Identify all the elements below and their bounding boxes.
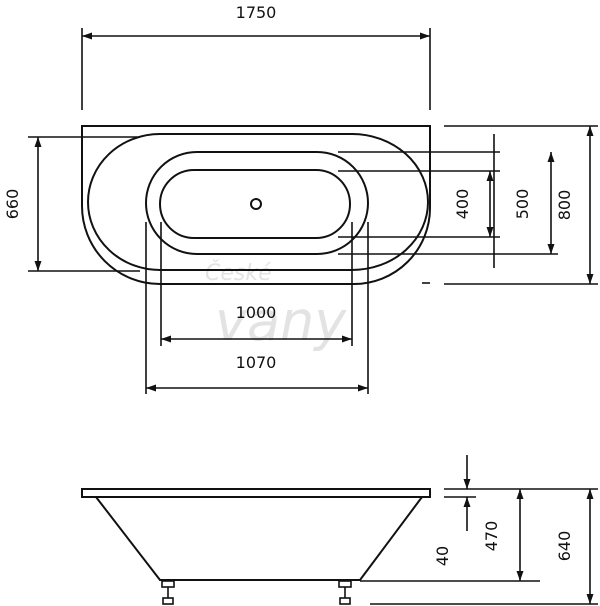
label-800: 800 [555, 190, 574, 221]
bath-rim-outline [87, 133, 429, 271]
label-1000: 1000 [236, 303, 277, 322]
dimension-1750: 1750 [81, 3, 431, 110]
drain-icon [250, 198, 262, 210]
dimension-640: 640 [555, 489, 594, 604]
dimension-800: 800 [555, 126, 594, 284]
watermark: České vany [205, 260, 347, 353]
bath-outer-outline [81, 125, 431, 285]
dimension-40: 40 [433, 455, 471, 566]
dimension-1000: 1000 [161, 303, 352, 343]
bath-basin-outline [145, 151, 369, 255]
label-1750: 1750 [236, 3, 277, 22]
watermark-line2: vany [215, 290, 347, 353]
dimension-470: 470 [482, 489, 524, 581]
dimension-1070: 1070 [146, 353, 368, 392]
label-470: 470 [482, 521, 501, 552]
dimension-400: 400 [453, 171, 494, 237]
label-400: 400 [453, 189, 472, 220]
top-view: 1750 660 400 500 800 [3, 3, 598, 394]
dimension-660: 660 [3, 136, 140, 272]
foot-right [338, 580, 352, 605]
label-40: 40 [433, 546, 452, 566]
side-body [95, 496, 423, 581]
foot-left [161, 580, 175, 605]
dimension-500: 500 [513, 152, 555, 254]
label-640: 640 [555, 531, 574, 562]
label-660: 660 [3, 189, 22, 220]
side-view: 40 470 640 [81, 455, 598, 605]
label-1070: 1070 [236, 353, 277, 372]
watermark-line1: České [205, 260, 272, 286]
bath-basin-bottom [159, 169, 351, 239]
side-rim [81, 488, 431, 498]
label-500: 500 [513, 189, 532, 220]
